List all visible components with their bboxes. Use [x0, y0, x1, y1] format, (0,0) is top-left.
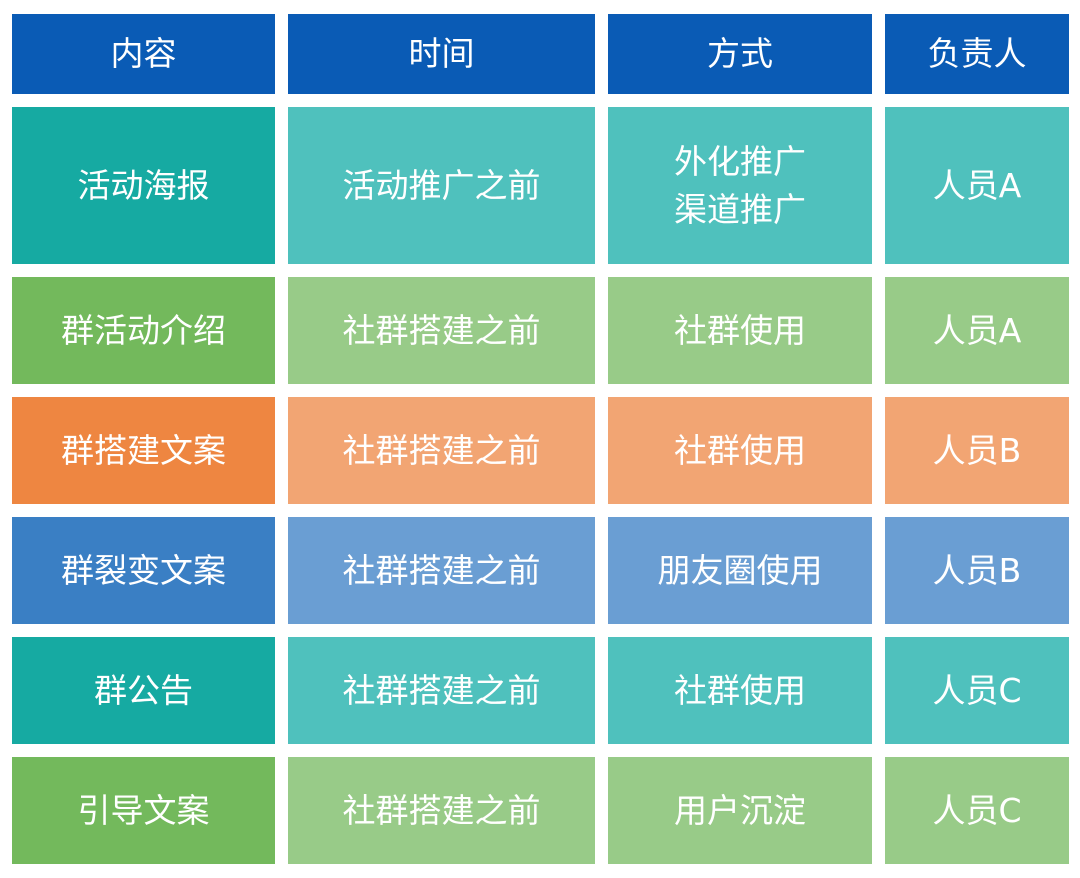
cell-content: 群搭建文案 [12, 397, 275, 504]
cell-owner: 人员B [885, 517, 1069, 624]
cell-content: 活动海报 [12, 107, 275, 264]
cell-method: 社群使用 [608, 277, 872, 384]
cell-owner: 人员B [885, 397, 1069, 504]
cell-owner: 人员C [885, 637, 1069, 744]
cell-method: 朋友圈使用 [608, 517, 872, 624]
method-line: 渠道推广 [674, 189, 806, 229]
cell-time: 社群搭建之前 [288, 517, 595, 624]
cell-method: 用户沉淀 [608, 757, 872, 864]
cell-owner: 人员A [885, 277, 1069, 384]
cell-content: 群活动介绍 [12, 277, 275, 384]
method-line: 外化推广 [674, 141, 806, 181]
cell-content: 群裂变文案 [12, 517, 275, 624]
cell-content: 群公告 [12, 637, 275, 744]
header-method: 方式 [608, 14, 872, 94]
header-owner: 负责人 [885, 14, 1069, 94]
cell-time: 社群搭建之前 [288, 277, 595, 384]
cell-method: 外化推广 渠道推广 [608, 107, 872, 264]
header-time: 时间 [288, 14, 595, 94]
cell-method: 社群使用 [608, 637, 872, 744]
cell-time: 活动推广之前 [288, 107, 595, 264]
cell-time: 社群搭建之前 [288, 637, 595, 744]
cell-time: 社群搭建之前 [288, 397, 595, 504]
cell-content: 引导文案 [12, 757, 275, 864]
cell-method: 社群使用 [608, 397, 872, 504]
task-table: 内容 时间 方式 负责人 活动海报 活动推广之前 外化推广 渠道推广 人员A 群… [12, 14, 1069, 864]
header-content: 内容 [12, 14, 275, 94]
cell-time: 社群搭建之前 [288, 757, 595, 864]
cell-owner: 人员A [885, 107, 1069, 264]
cell-owner: 人员C [885, 757, 1069, 864]
